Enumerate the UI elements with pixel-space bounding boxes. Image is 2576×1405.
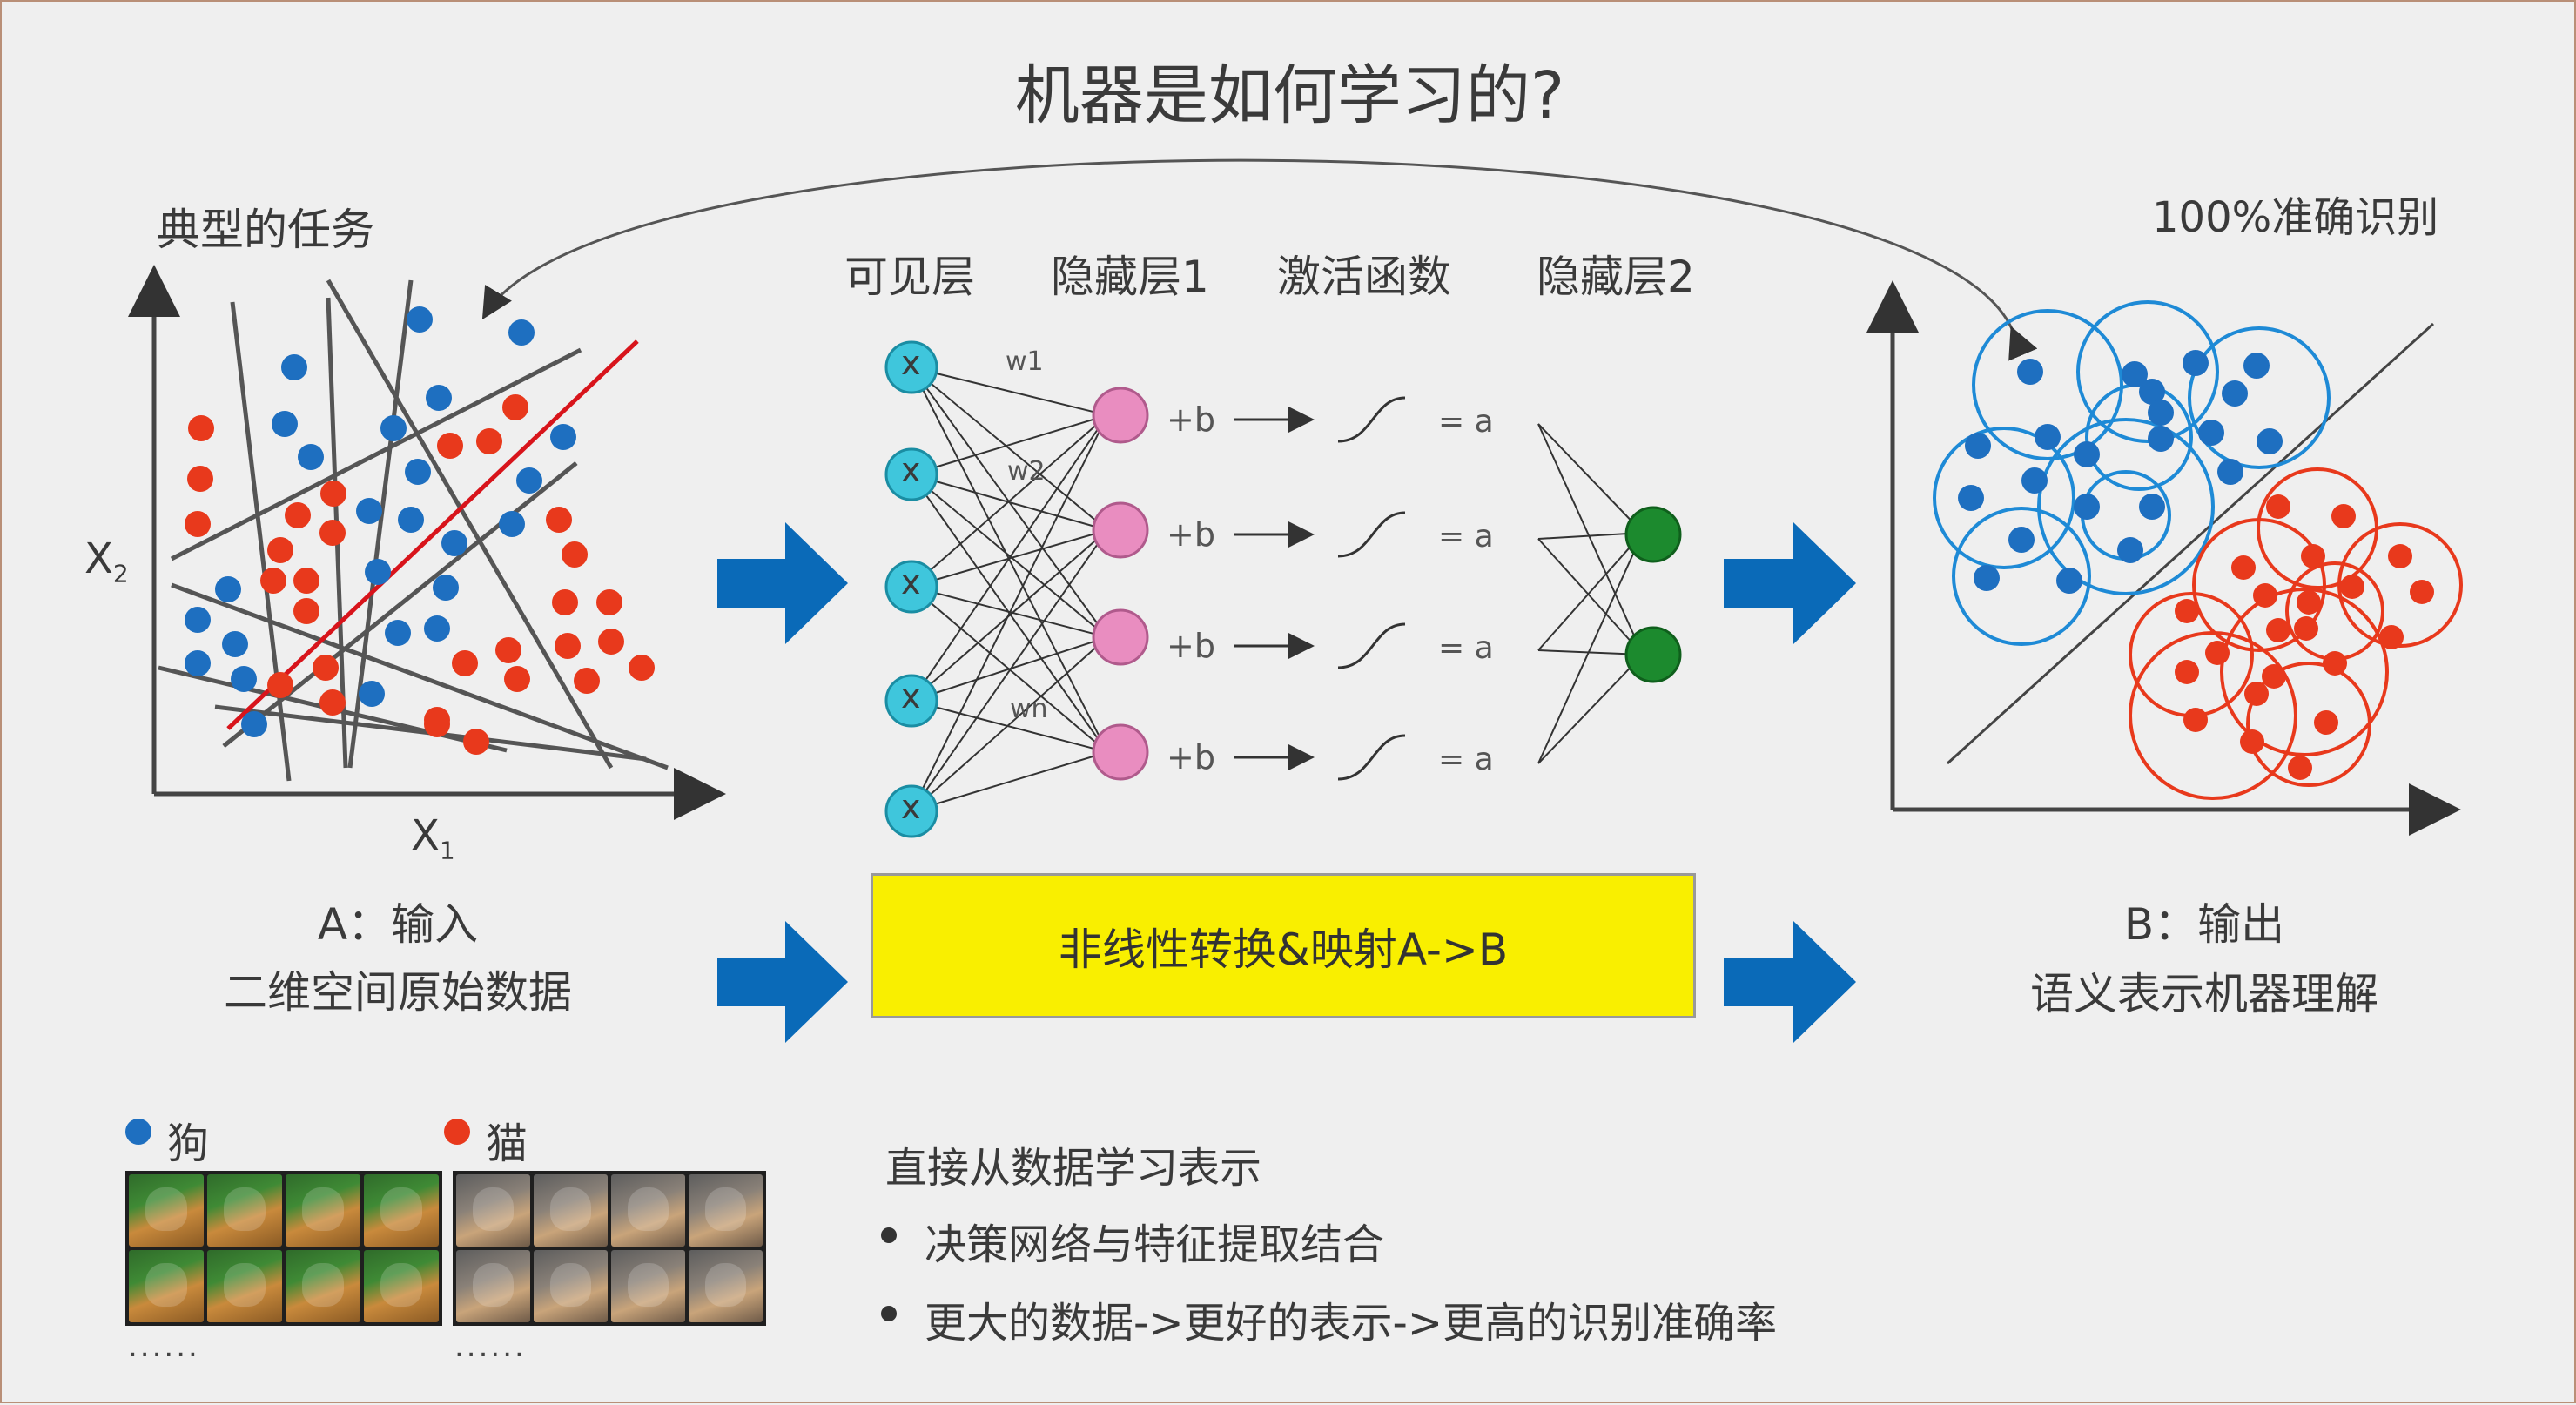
cat-photo	[456, 1250, 530, 1322]
dog-photo	[364, 1174, 439, 1247]
arrow-box-to-output	[1724, 921, 1856, 1043]
cat-photo	[456, 1174, 530, 1247]
input-nodes	[884, 340, 938, 838]
cat-photo	[689, 1250, 763, 1322]
activation-output-label: = a	[1438, 630, 1494, 666]
page-title: 机器是如何学习的?	[1014, 58, 1565, 133]
cat-photo	[534, 1174, 608, 1247]
left-red-boundary	[226, 339, 639, 730]
right-axes	[1866, 280, 2461, 836]
dog-photo	[129, 1250, 204, 1322]
bias-label: +b	[1167, 738, 1215, 776]
cat-photo	[611, 1250, 685, 1322]
arrow-input-to-box	[717, 921, 848, 1043]
sigmoid-curves	[1337, 396, 1406, 781]
cat-legend-dot	[444, 1119, 470, 1145]
notes-bullet-1: 决策网络与特征提取结合	[925, 1220, 1385, 1269]
right-blue-points	[1958, 350, 2283, 594]
left-axes	[128, 265, 726, 820]
cat-legend-label: 猫	[486, 1119, 528, 1168]
transform-box-label: 非线性转换&映射A->B	[1058, 924, 1509, 975]
input-node-label: x	[901, 451, 921, 489]
task-label: 典型的任务	[157, 205, 374, 255]
activation-output-label: = a	[1438, 519, 1494, 555]
input-hidden-connections	[911, 366, 1108, 812]
cat-photo-grid	[453, 1171, 766, 1326]
weight-label-w2: w2	[1007, 456, 1046, 487]
layer-label-hidden1: 隐藏层1	[1051, 252, 1209, 302]
dog-legend-dot	[125, 1119, 151, 1145]
layer-label-hidden2: 隐藏层2	[1537, 252, 1695, 302]
right-blue-circles	[1933, 300, 2331, 646]
layer-label-visible: 可见层	[844, 252, 975, 302]
hidden2-connections	[1537, 423, 1644, 764]
input-label: A：输入	[317, 899, 479, 950]
bias-label: +b	[1167, 400, 1215, 439]
left-points-blue	[185, 306, 576, 737]
x2-axis-label: X2	[84, 534, 129, 588]
dog-photo	[364, 1250, 439, 1322]
right-red-points	[2175, 494, 2434, 780]
dog-more-ellipsis: ......	[128, 1329, 200, 1364]
cat-more-ellipsis: ......	[454, 1329, 527, 1364]
dog-photo	[207, 1250, 282, 1322]
input-description: 二维空间原始数据	[224, 967, 572, 1018]
transform-box: 非线性转换&映射A->B	[871, 873, 1696, 1018]
output-label: B：输出	[2123, 899, 2285, 950]
bias-arrows	[1234, 407, 1315, 770]
activation-output-label: = a	[1438, 404, 1494, 440]
arrow-net-to-right	[1724, 522, 1856, 644]
dog-photo	[129, 1174, 204, 1247]
dog-photo	[207, 1174, 282, 1247]
input-node-label: x	[901, 563, 921, 602]
notes-heading: 直接从数据学习表示	[885, 1144, 1262, 1193]
notes-bullet-2: 更大的数据->更好的表示->更高的识别准确率	[925, 1299, 1778, 1348]
output-nodes	[1624, 506, 1682, 683]
dog-legend-label: 狗	[167, 1119, 210, 1168]
cat-photo	[534, 1250, 608, 1322]
arrow-left-to-net	[717, 522, 848, 644]
dog-photo-grid	[125, 1171, 442, 1326]
weight-label-wn: wn	[1010, 694, 1048, 724]
bias-label: +b	[1167, 515, 1215, 554]
weight-label-w1: w1	[1006, 346, 1044, 377]
feedback-curve-arrow	[481, 158, 2038, 361]
bias-label: +b	[1167, 627, 1215, 665]
input-node-label: x	[901, 344, 921, 382]
dog-photo	[286, 1250, 360, 1322]
dog-photo	[286, 1174, 360, 1247]
layer-label-activation: 激活函数	[1277, 252, 1451, 302]
activation-output-label: = a	[1438, 742, 1494, 777]
cat-photo	[689, 1174, 763, 1247]
input-node-label: x	[901, 677, 921, 716]
output-description: 语义表示机器理解	[2030, 969, 2378, 1019]
bullet-marker	[881, 1227, 897, 1243]
left-points-red	[185, 394, 655, 755]
x1-axis-label: X1	[411, 811, 455, 865]
cat-photo	[611, 1174, 685, 1247]
input-node-label: x	[901, 788, 921, 826]
accuracy-label: 100%准确识别	[2152, 193, 2439, 242]
hidden-nodes	[1092, 387, 1149, 781]
blue-arrows	[717, 522, 1856, 1043]
bullet-marker	[881, 1306, 897, 1321]
